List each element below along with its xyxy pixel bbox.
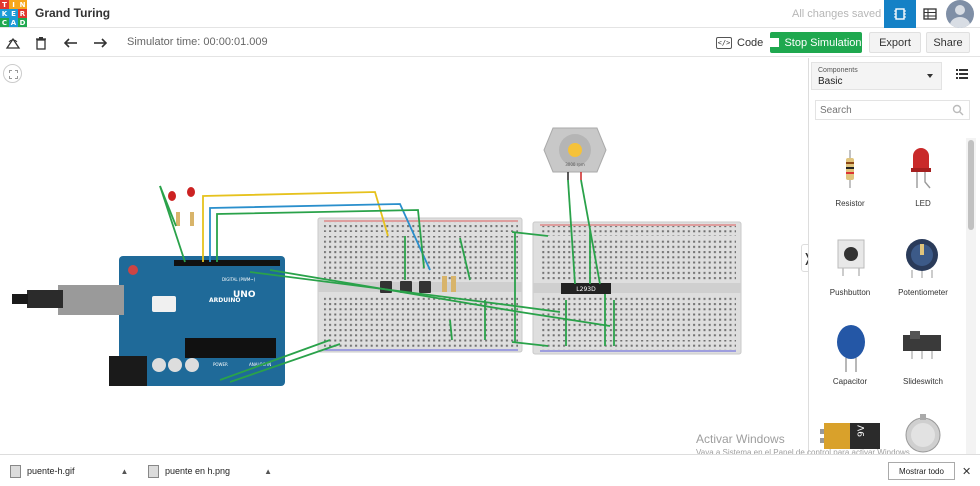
schematic-view-button[interactable] (914, 0, 946, 28)
simulator-time: Simulator time: 00:00:01.009 (127, 36, 268, 48)
arduino-brand: ARDUINO (209, 297, 240, 304)
resistor-label: Resistor (835, 199, 865, 208)
components-dropdown[interactable]: Components Basic (811, 62, 942, 90)
table-icon (923, 8, 937, 20)
file-icon (10, 464, 21, 478)
watermark-title: Activar Windows (696, 432, 785, 446)
slideswitch-component[interactable] (902, 331, 942, 359)
panel-scrollbar-thumb[interactable] (968, 140, 974, 230)
coin-battery-component[interactable] (904, 414, 942, 454)
top-bar: T I N K E R C A D Grand Turing All chang… (0, 0, 980, 28)
power-header-label: POWER (213, 362, 228, 367)
pushbuttons[interactable] (380, 276, 456, 293)
resistor-component[interactable] (838, 150, 862, 188)
logo-letter: N (18, 0, 27, 9)
code-button[interactable]: </> Code (716, 33, 763, 53)
led-component[interactable] (906, 146, 936, 192)
pushbutton-component[interactable] (837, 238, 865, 276)
chevron-down-icon (927, 74, 933, 78)
user-avatar[interactable] (946, 0, 974, 28)
chip-label: L293D (576, 286, 596, 293)
component-search-input[interactable] (815, 100, 970, 120)
download-filename: puente-h.gif (27, 466, 75, 476)
slideswitch-label: Slideswitch (902, 377, 943, 386)
capacitor-component[interactable] (836, 324, 866, 372)
pushbutton-label: Pushbutton (829, 288, 871, 297)
delete-button[interactable] (32, 34, 50, 52)
stop-icon (770, 38, 780, 47)
led-label: LED (915, 199, 931, 208)
battery-label: 9V (857, 424, 867, 437)
l293d-chip[interactable]: L293D (561, 283, 611, 294)
save-status: All changes saved (792, 8, 882, 20)
arduino-model: UNO (233, 290, 256, 300)
arduino-uno-board[interactable]: ARDUINO UNO DIGITAL (PWM~) POWER ANALOG … (12, 256, 285, 386)
project-title[interactable]: Grand Turing (35, 6, 111, 20)
components-dropdown-value: Basic (818, 76, 843, 87)
trash-icon (36, 37, 46, 50)
chevron-right-icon: ❭ (802, 251, 812, 265)
logo-letter: D (18, 18, 27, 27)
rotate-button[interactable] (4, 34, 22, 52)
breadboard-right[interactable] (532, 221, 742, 355)
dc-motor[interactable]: 3000 rpm (543, 127, 607, 180)
watermark-subtitle: Vaya a Sistema en el Panel de control pa… (696, 448, 912, 457)
logo-letter: C (0, 18, 9, 27)
chevron-up-icon[interactable]: ▲ (120, 466, 129, 476)
undo-button[interactable] (62, 34, 80, 52)
capacitor-label: Capacitor (832, 377, 868, 386)
potentiometer-label: Potentiometer (898, 288, 948, 297)
list-view-icon[interactable] (956, 69, 968, 79)
search-icon (952, 104, 964, 116)
close-icon[interactable]: ✕ (962, 466, 972, 478)
wires[interactable] (159, 179, 615, 383)
logo-letter: R (18, 9, 27, 18)
logo-letter: I (9, 0, 18, 9)
circuit-drawing[interactable]: 3000 rpm L293D ARDUINO UNO DIGITAL (PWM~… (0, 58, 808, 454)
chip-icon (894, 8, 906, 20)
tinkercad-logo[interactable]: T I N K E R C A D (0, 0, 27, 27)
logo-letter: A (9, 18, 18, 27)
panel-scrollbar[interactable] (966, 138, 976, 454)
logo-letter: T (0, 0, 9, 9)
windows-activation-watermark: Activar Windows Vaya a Sistema en el Pan… (696, 432, 912, 457)
leds[interactable] (168, 187, 195, 226)
export-button[interactable]: Export (869, 32, 921, 53)
file-icon (148, 464, 159, 478)
components-panel (808, 58, 980, 454)
show-all-downloads-button[interactable]: Mostrar todo (888, 462, 955, 480)
motor-label: 3000 rpm (565, 162, 585, 167)
code-button-label: Code (737, 37, 764, 49)
logo-letter: K (0, 9, 9, 18)
undo-icon (64, 38, 77, 48)
redo-icon (94, 38, 107, 48)
stop-simulation-button[interactable]: Stop Simulation (770, 32, 862, 53)
stop-simulation-label: Stop Simulation (784, 36, 862, 49)
chevron-up-icon[interactable]: ▲ (264, 466, 272, 476)
download-item[interactable]: puente-h.gif ▲ (10, 462, 128, 480)
code-icon: </> (716, 37, 732, 49)
circuit-view-button[interactable] (884, 0, 916, 28)
download-filename: puente en h.png (165, 466, 231, 476)
redo-button[interactable] (91, 34, 109, 52)
logo-letter: E (9, 9, 18, 18)
battery-9v-component[interactable]: 9V (820, 421, 882, 451)
components-dropdown-label: Components (818, 67, 858, 74)
potentiometer-component[interactable] (904, 236, 940, 278)
editor-toolbar: Simulator time: 00:00:01.009 </> Code St… (0, 28, 980, 57)
download-item[interactable]: puente en h.png ▲ (148, 462, 272, 480)
zoom-to-fit-icon[interactable] (3, 64, 22, 83)
share-button[interactable]: Share (926, 32, 970, 53)
downloads-bar: puente-h.gif ▲ puente en h.png ▲ Mostrar… (0, 454, 980, 486)
digital-header-label: DIGITAL (PWM~) (222, 277, 256, 282)
rotate-icon (5, 37, 21, 49)
